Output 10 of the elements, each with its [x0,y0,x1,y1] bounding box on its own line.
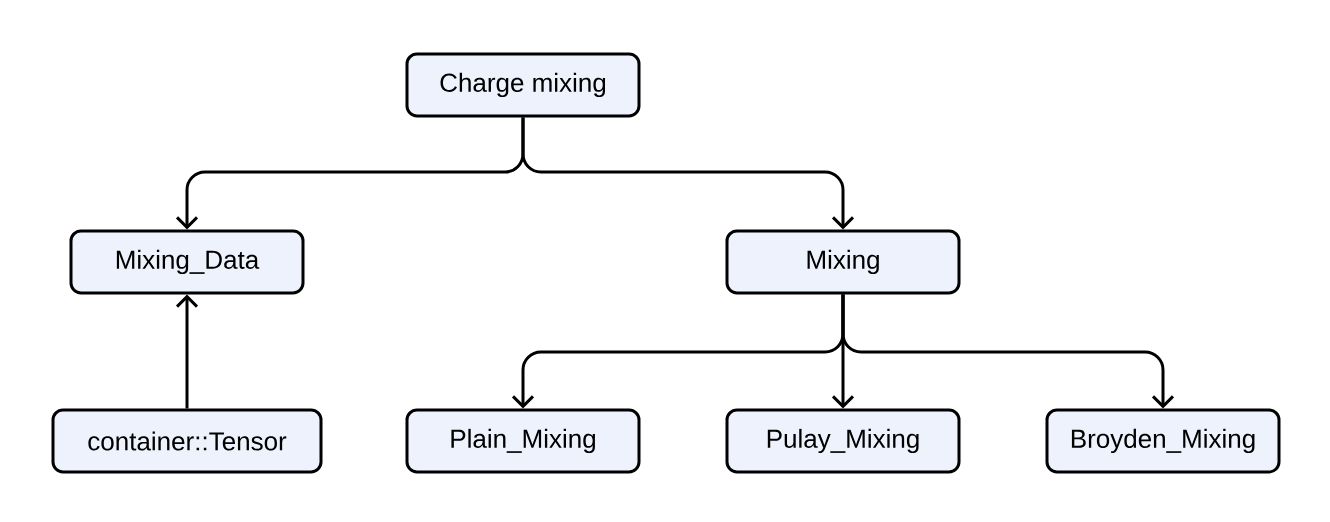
class-box: Plain_Mixing [405,408,641,474]
class-box: Mixing [725,229,961,295]
arrow [175,294,199,409]
class-box: Charge mixing [405,52,641,118]
class-box: Pulay_Mixing [725,408,961,474]
class-box: Mixing_Data [69,229,305,295]
class-box: Broyden_Mixing [1045,408,1281,474]
class-box: container::Tensor [51,408,323,474]
arrow [841,294,1175,409]
arrow [521,117,855,230]
